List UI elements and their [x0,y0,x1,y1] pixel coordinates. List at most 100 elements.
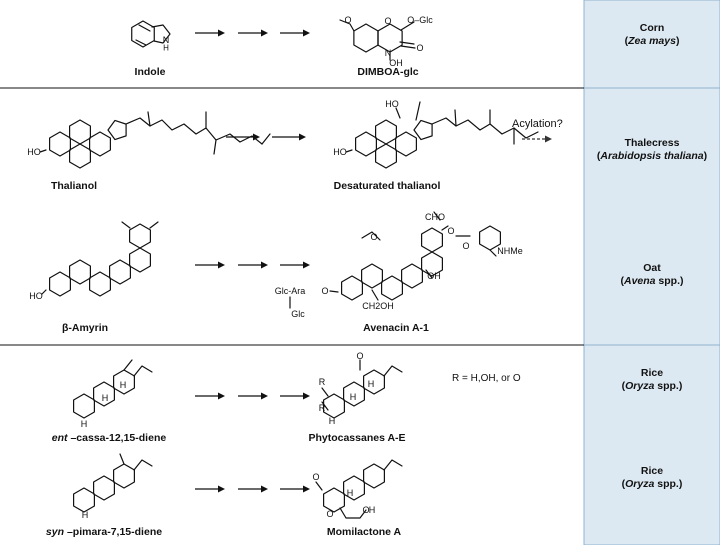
atom-label: H [119,380,127,390]
hydroxyl-bond [39,149,47,153]
amyrin-ring [129,223,151,249]
atom-label: HO [385,99,399,109]
reaction-arrow-head [303,261,310,269]
atom-label: O [384,16,392,26]
atom-label: Glc-Ara [274,286,306,296]
atom-label: HO [29,291,43,301]
indole-pyrrole-ring [151,24,171,44]
atom-label: Glc [291,309,305,319]
amyrin-ring [89,271,111,297]
avenacin-ring [361,263,383,289]
compound-label-momilactone-a: Momilactone A [326,526,402,538]
methyl-bond [147,111,271,155]
cassadiene-ring [73,393,95,419]
atom-label: O [326,509,334,519]
desat-thalianol-ring [413,119,433,141]
atom-label: R [318,403,326,413]
avenacin-ring [421,227,443,253]
avenacin-ring [381,275,403,301]
reaction-arrow-head [261,261,268,269]
amyrin-ring [129,247,151,273]
reaction-arrow-head [303,29,310,37]
reaction-arrow-head [261,29,268,37]
atom-label: H [368,505,376,515]
r-group-bond [321,387,329,411]
organism-label-thalecress: Thalecress (Arabidopsis thaliana) [584,137,720,163]
reaction-arrow-head [253,133,260,141]
atom-label: H [163,43,169,53]
vinyl-bond [133,365,153,377]
species-name: (Zea mays) [624,35,680,47]
atom-label: OH [389,58,403,68]
organism-name: Thalecress [624,137,680,149]
compound-label-avenacin-a1: Avenacin A-1 [363,322,429,334]
atom-label: H [81,510,89,520]
species-name: (Oryza spp.) [621,478,683,490]
aven-cho-bond [433,211,441,221]
aven-epoxide [361,231,381,241]
compound-label-ent-cassadiene: ent –cassa-12,15-diene [51,432,167,444]
aven-o-bond [329,290,339,293]
atom-label: R [318,377,326,387]
compound-label-desaturated-thalianol: Desaturated thalianol [333,180,441,192]
acylation-arrow-head [545,135,552,143]
desat-side-chain [431,117,539,139]
reaction-arrow-head [303,485,310,493]
reaction-arrow-head [218,29,225,37]
atom-label: H [80,419,88,429]
atom-label: H [367,379,375,389]
organism-label-rice-1: Rice (Oryza spp.) [584,367,720,393]
atom-label: O [416,43,424,53]
compound-label-dimboa-glc: DIMBOA-glc [357,66,419,78]
dimboa-benzene-ring [353,23,379,53]
phytocassane-ring [323,393,345,419]
r-group-note: R = H,OH, or O [452,373,521,384]
atom-label: O [344,15,352,25]
organism-sidebar [583,0,720,545]
hydroxyl-bond [345,149,353,153]
organism-name: Rice [640,367,664,379]
desat-thalianol-ring [355,131,377,157]
amyrin-ring [69,259,91,285]
atom-label: O [362,505,370,515]
atom-label: N [384,48,392,58]
avenacin-ring [341,275,363,301]
reaction-arrow-head [261,392,268,400]
reaction-arrow-head [218,392,225,400]
organism-name: Corn [639,22,665,34]
atom-label: O [312,472,320,482]
avenacin-ring [401,263,423,289]
aven-ester-bond [441,225,471,237]
ketone-bond [315,481,323,491]
methyl-bond [41,221,159,295]
reaction-arrow-head [218,261,225,269]
organism-label-oat: Oat (Avena spp.) [584,262,720,288]
vinyl-bond [383,459,403,471]
indole-benzene-ring [131,20,155,48]
atom-label: O [462,241,470,251]
atom-label: N [162,35,170,45]
atom-label: CH2OH [362,301,394,311]
species-name: (Avena spp.) [620,275,684,287]
atom-label: OH [427,271,441,281]
reaction-arrow-head [299,133,306,141]
atom-label: O [321,286,329,296]
desat-hydroxyl-bond [395,101,421,121]
methoxy-bond [339,19,355,32]
vinyl-bond [383,365,403,377]
atom-label: H [349,392,357,402]
momilactone-ring [363,463,385,489]
aven-ch2oh-bond [371,289,379,301]
carbonyl-bond [399,41,416,49]
thalianol-side-chain [125,117,263,145]
atom-label: HO [333,147,347,157]
thalianol-ring [49,131,71,157]
avenacin-ring [421,251,443,277]
aven-oh-bond [425,269,433,279]
compound-label-phytocassanes: Phytocassanes A-E [308,432,406,444]
species-name: (Oryza spp.) [621,380,683,392]
thalianol-ring [89,131,111,157]
lactone-ring [339,507,367,519]
species-name: (Arabidopsis thaliana) [596,150,708,162]
